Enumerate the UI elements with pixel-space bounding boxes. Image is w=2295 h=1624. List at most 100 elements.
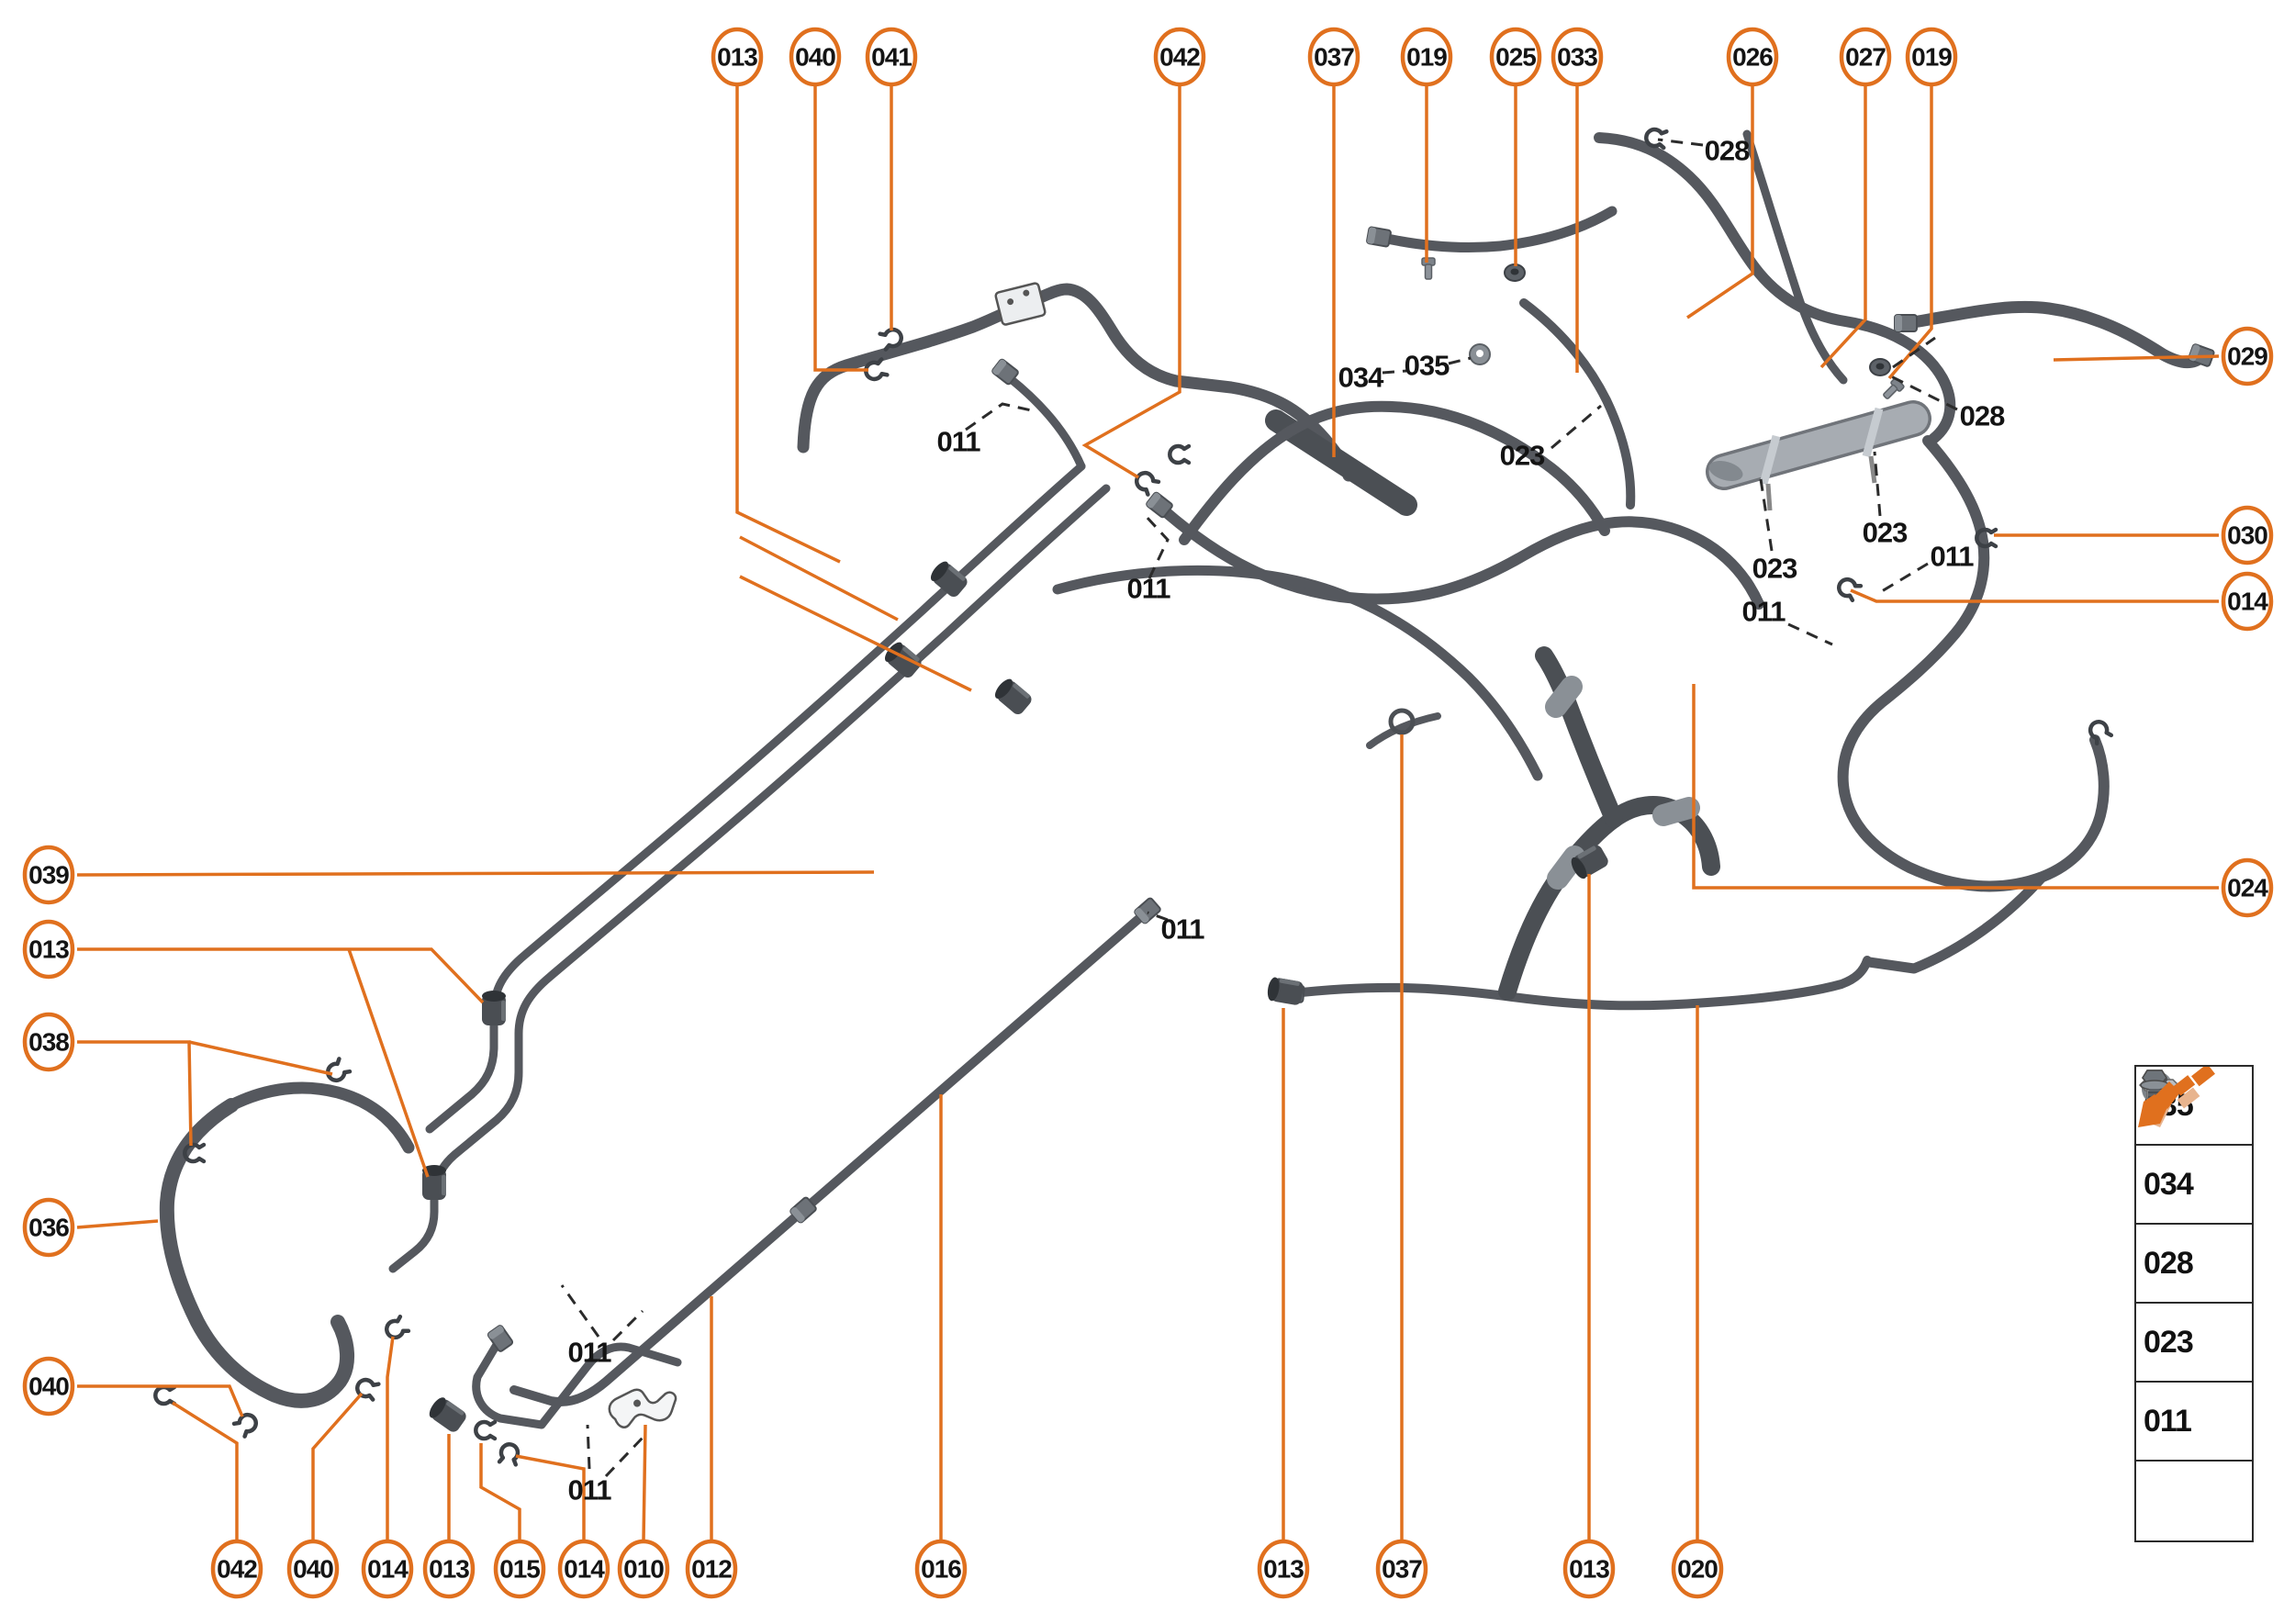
callout-bubble[interactable] xyxy=(22,1012,75,1072)
callout-020[interactable]: 020 xyxy=(1671,1539,1724,1599)
dashed-leader-line xyxy=(611,1309,644,1342)
callout-bubble[interactable] xyxy=(685,1539,738,1599)
part-label-035: 035 xyxy=(1405,350,1450,382)
callout-bubble[interactable] xyxy=(22,919,75,980)
callout-bubble[interactable] xyxy=(1726,27,1779,87)
callout-bubble[interactable] xyxy=(22,845,75,905)
callout-033[interactable]: 033 xyxy=(1551,27,1604,87)
callout-bubble[interactable] xyxy=(2221,857,2274,918)
dashed-leader-line xyxy=(1448,356,1472,365)
callout-014[interactable]: 014 xyxy=(361,1539,414,1599)
hose-end-fitting xyxy=(1365,226,1393,248)
rubber-grommet xyxy=(482,991,506,1025)
pipe-band-a-stub xyxy=(1005,374,1086,471)
callout-015[interactable]: 015 xyxy=(493,1539,546,1599)
callout-bubble[interactable] xyxy=(1489,27,1542,87)
callout-bubble[interactable] xyxy=(789,27,842,87)
leader-line xyxy=(188,1040,333,1076)
part-label-011: 011 xyxy=(1126,573,1170,605)
hose-clip xyxy=(476,1422,495,1439)
callout-bubble[interactable] xyxy=(617,1539,670,1599)
callout-bubble[interactable] xyxy=(1839,27,1892,87)
callout-019[interactable]: 019 xyxy=(1905,27,1958,87)
callout-bubble[interactable] xyxy=(1307,27,1360,87)
callout-bubble[interactable] xyxy=(493,1539,546,1599)
callout-019[interactable]: 019 xyxy=(1400,27,1453,87)
leader-line xyxy=(813,84,868,372)
callout-013[interactable]: 013 xyxy=(422,1539,476,1599)
callout-bubble[interactable] xyxy=(1551,27,1604,87)
leader-line xyxy=(172,1401,239,1541)
hose-right-loop xyxy=(1837,435,2110,892)
callout-bubble[interactable] xyxy=(22,1197,75,1258)
callout-bubble[interactable] xyxy=(1375,1539,1428,1599)
callout-037[interactable]: 037 xyxy=(1375,1539,1428,1599)
callout-014[interactable]: 014 xyxy=(557,1539,610,1599)
dashed-leader-line xyxy=(1892,336,1936,369)
callout-bubble[interactable] xyxy=(2221,571,2274,632)
callout-bubble[interactable] xyxy=(1905,27,1958,87)
callout-042[interactable]: 042 xyxy=(1153,27,1206,87)
callout-029[interactable]: 029 xyxy=(2221,326,2274,386)
callout-bubble[interactable] xyxy=(286,1539,340,1599)
callout-number: 013 xyxy=(429,1555,469,1584)
dash-leaders-layer xyxy=(560,138,1958,1478)
dashed-leader-line xyxy=(1144,514,1170,579)
leader-line xyxy=(1692,684,2219,890)
callout-040[interactable]: 040 xyxy=(22,1356,75,1417)
callout-bubble[interactable] xyxy=(557,1539,610,1599)
callout-bubble[interactable] xyxy=(865,27,918,87)
callout-bubble[interactable] xyxy=(1562,1539,1616,1599)
callout-041[interactable]: 041 xyxy=(865,27,918,87)
callout-036[interactable]: 036 xyxy=(22,1197,75,1258)
callout-013[interactable]: 013 xyxy=(1562,1539,1616,1599)
callout-bubble[interactable] xyxy=(2221,505,2274,566)
callout-012[interactable]: 012 xyxy=(685,1539,738,1599)
callout-013[interactable]: 013 xyxy=(711,27,764,87)
dashed-leader-line xyxy=(1873,451,1882,517)
callout-bubble[interactable] xyxy=(1400,27,1453,87)
callout-024[interactable]: 024 xyxy=(2221,857,2274,918)
part-label-023: 023 xyxy=(1500,440,1545,472)
callout-014[interactable]: 014 xyxy=(2221,571,2274,632)
callout-bubble[interactable] xyxy=(1153,27,1206,87)
callout-number: 014 xyxy=(367,1555,409,1584)
legend-row-034: 034 xyxy=(2136,1070,2252,1225)
callout-025[interactable]: 025 xyxy=(1489,27,1542,87)
callout-number: 016 xyxy=(921,1555,961,1584)
callout-bubble[interactable] xyxy=(210,1539,263,1599)
callout-013[interactable]: 013 xyxy=(22,919,75,980)
hose-right-down xyxy=(1864,871,2048,974)
callout-010[interactable]: 010 xyxy=(617,1539,670,1599)
callout-042[interactable]: 042 xyxy=(210,1539,263,1599)
pipe-020 xyxy=(1288,956,1872,1011)
callout-bubble[interactable] xyxy=(1671,1539,1724,1599)
callout-039[interactable]: 039 xyxy=(22,845,75,905)
callout-bubble[interactable] xyxy=(1257,1539,1310,1599)
callout-040[interactable]: 040 xyxy=(789,27,842,87)
legend-row-011: 011 xyxy=(2136,1070,2252,1462)
callout-013[interactable]: 013 xyxy=(1257,1539,1310,1599)
callout-bubble[interactable] xyxy=(361,1539,414,1599)
callout-bubble[interactable] xyxy=(422,1539,476,1599)
callout-030[interactable]: 030 xyxy=(2221,505,2274,566)
callout-bubble[interactable] xyxy=(2221,326,2274,386)
callout-number: 014 xyxy=(564,1555,605,1584)
callout-027[interactable]: 027 xyxy=(1839,27,1892,87)
leader-line xyxy=(77,1384,244,1417)
callout-bubble[interactable] xyxy=(22,1356,75,1417)
callout-bubble[interactable] xyxy=(711,27,764,87)
callout-037[interactable]: 037 xyxy=(1307,27,1360,87)
hose-clip xyxy=(155,1387,174,1404)
hose-clip xyxy=(234,1412,259,1437)
callout-number: 036 xyxy=(28,1214,69,1242)
callout-number: 019 xyxy=(1406,43,1447,72)
callout-026[interactable]: 026 xyxy=(1726,27,1779,87)
callout-040[interactable]: 040 xyxy=(286,1539,340,1599)
callout-038[interactable]: 038 xyxy=(22,1012,75,1072)
callout-016[interactable]: 016 xyxy=(914,1539,968,1599)
hose-clamp-ring xyxy=(1388,708,1416,735)
callout-bubble[interactable] xyxy=(914,1539,968,1599)
